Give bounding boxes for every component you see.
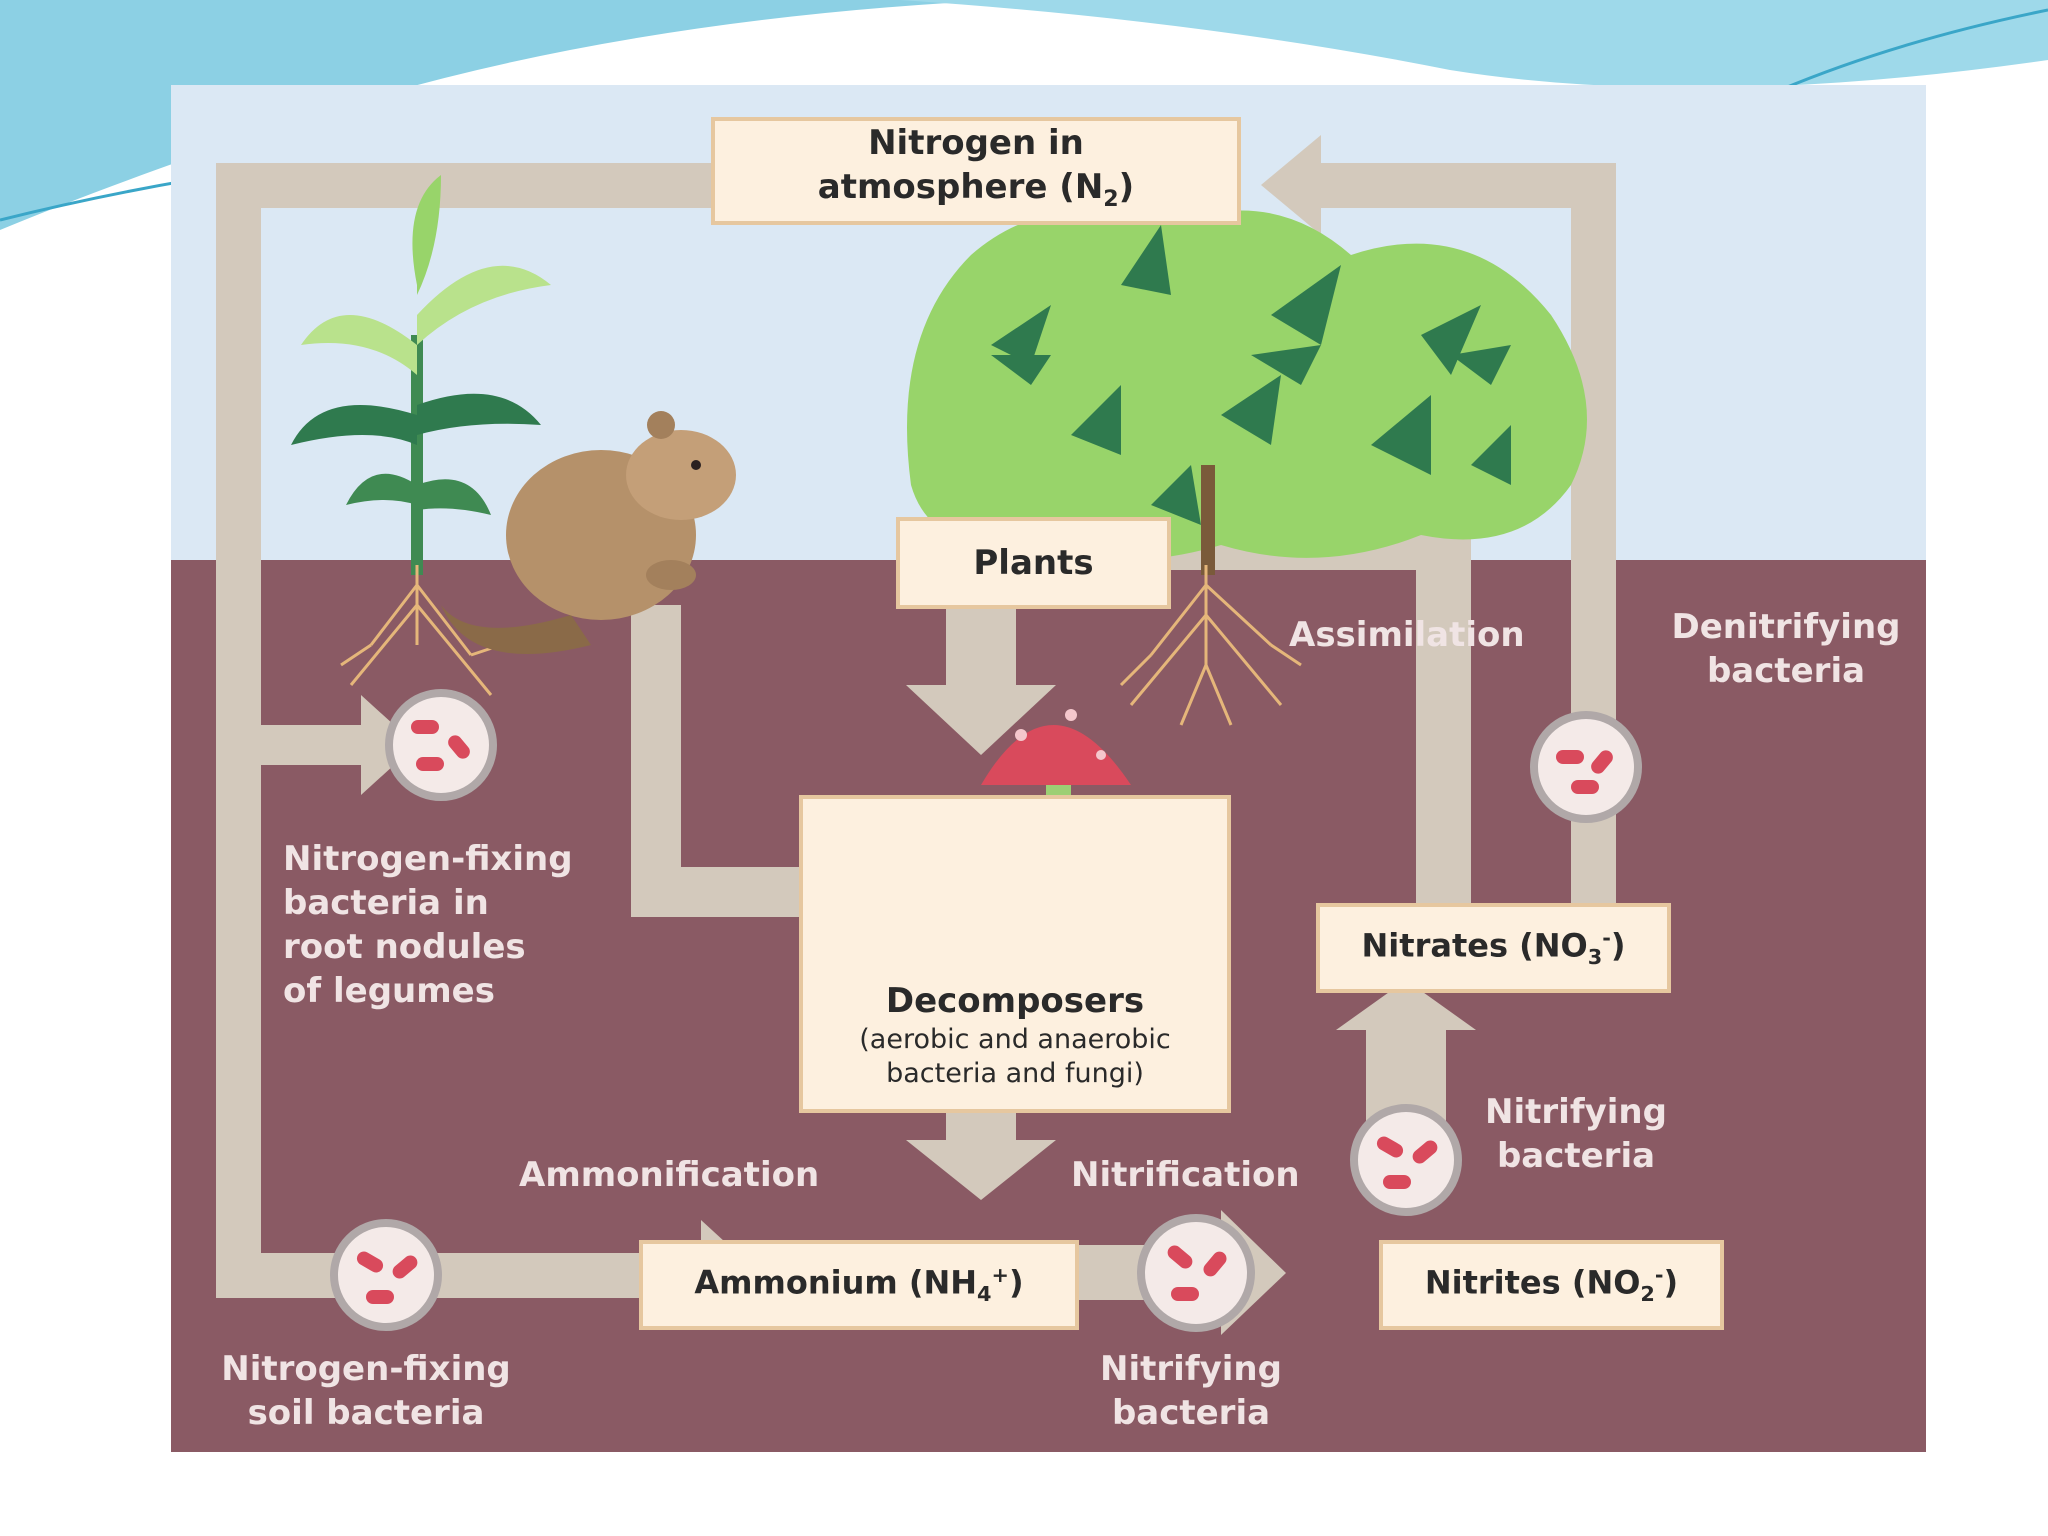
atmosphere-line2: atmosphere (N2) [817, 167, 1135, 212]
plant-roots [1119, 565, 1302, 726]
decomposers-line1: (aerobic and anaerobic [859, 1024, 1171, 1055]
rodent-animal [441, 411, 736, 654]
label-denitrifying: Denitrifying bacteria [1671, 607, 1901, 691]
bacteria-soil [330, 1219, 442, 1331]
node-plants: Plants [896, 517, 1171, 609]
label-nitrifying-right: Nitrifying bacteria [1485, 1092, 1667, 1176]
bacteria-legume [385, 689, 497, 801]
legume-roots [340, 565, 502, 696]
node-atmosphere: Nitrogen in atmosphere (N2) [711, 117, 1241, 225]
decomposers-title: Decomposers [885, 981, 1145, 1021]
label-assimilation: Assimilation [1289, 615, 1525, 655]
node-decomposers: Decomposers (aerobic and anaerobic bacte… [799, 795, 1231, 1113]
node-ammonium: Ammonium (NH4+) [639, 1240, 1079, 1330]
label-nitrification: Nitrification [1071, 1155, 1300, 1195]
atmosphere-line1: Nitrogen in [868, 123, 1084, 164]
label-fixing-soil: Nitrogen-fixing soil bacteria [221, 1349, 511, 1433]
large-plant [907, 210, 1587, 575]
node-nitrates: Nitrates (NO3-) [1316, 903, 1671, 993]
legume-plant [291, 175, 551, 575]
bacteria-nitrification [1137, 1214, 1255, 1332]
label-fixing-legumes: Nitrogen-fixing bacteria in root nodules… [283, 839, 573, 1011]
decomposers-line2: bacteria and fungi) [886, 1058, 1144, 1089]
node-nitrites: Nitrites (NO2-) [1379, 1240, 1724, 1330]
bacteria-nitrifying-right [1350, 1104, 1462, 1216]
label-ammonification: Ammonification [519, 1155, 820, 1195]
label-nitrifying-bottom: Nitrifying bacteria [1100, 1349, 1282, 1433]
nitrogen-cycle-diagram: Nitrogen in atmosphere (N2) Plants Decom… [171, 85, 1926, 1452]
bacteria-denitrifying [1530, 711, 1642, 823]
